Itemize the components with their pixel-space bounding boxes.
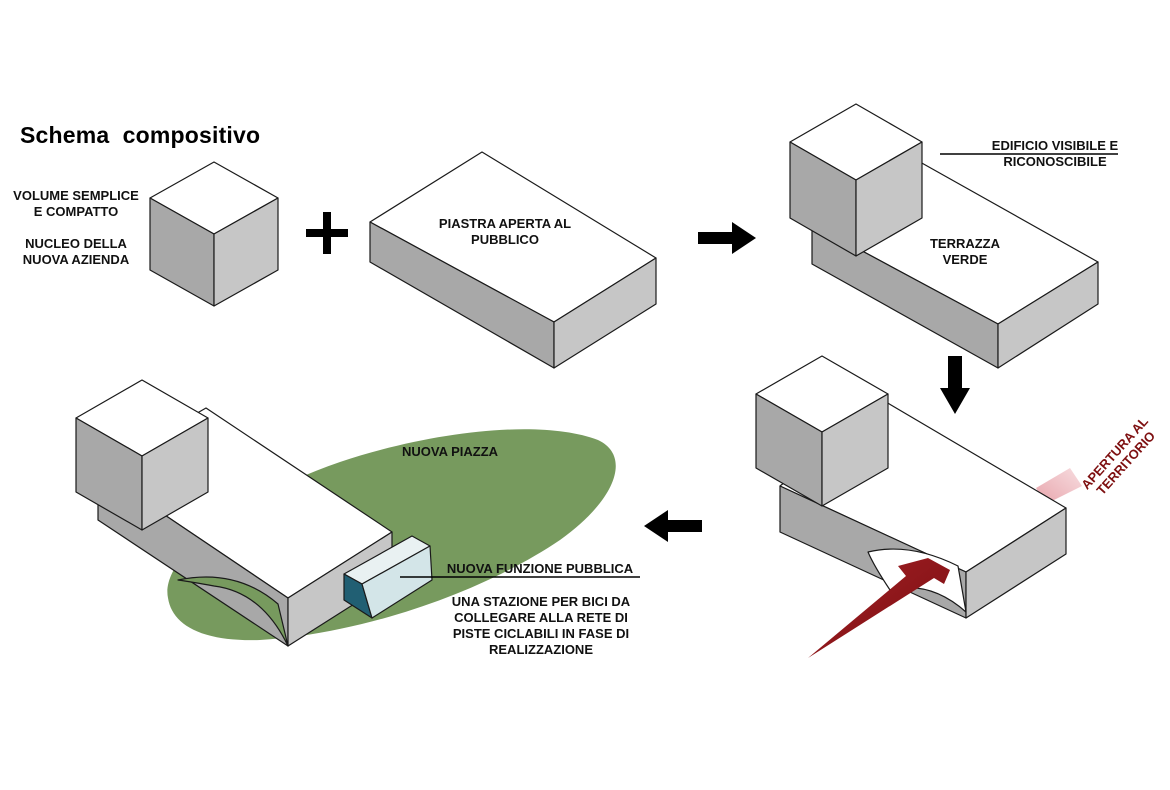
label-funzione: NUOVA FUNZIONE PUBBLICA xyxy=(446,561,634,576)
arrow-left xyxy=(644,510,702,542)
composition-step3 xyxy=(789,103,1099,369)
label-terrazza: TERRAZZA VERDE xyxy=(929,236,1001,267)
composition-final xyxy=(75,379,616,647)
diagram-title: Schema compositivo xyxy=(20,122,261,148)
platform-step2 xyxy=(369,151,657,369)
opening-pink-arrow xyxy=(1036,468,1082,504)
dark-red-arrow xyxy=(808,558,950,658)
label-stazione: UNA STAZIONE PER BICI DA COLLEGARE ALLA … xyxy=(451,594,631,657)
apertura-label: APERTURA AL TERRITORIO xyxy=(1078,414,1158,498)
label-nucleo: NUCLEO DELLA NUOVA AZIENDA xyxy=(22,236,130,267)
arrow-right xyxy=(698,222,756,254)
bike-station-box xyxy=(343,535,433,619)
plus-sign xyxy=(306,212,348,254)
arrow-down xyxy=(940,356,970,414)
label-piastra: PIASTRA APERTA AL PUBBLICO xyxy=(438,216,572,247)
label-piazza: NUOVA PIAZZA xyxy=(401,444,499,459)
label-edificio: EDIFICIO VISIBILE E RICONOSCIBILE xyxy=(991,138,1119,169)
label-volume: VOLUME SEMPLICE E COMPATTO xyxy=(13,188,139,219)
cube-step1 xyxy=(149,161,279,307)
